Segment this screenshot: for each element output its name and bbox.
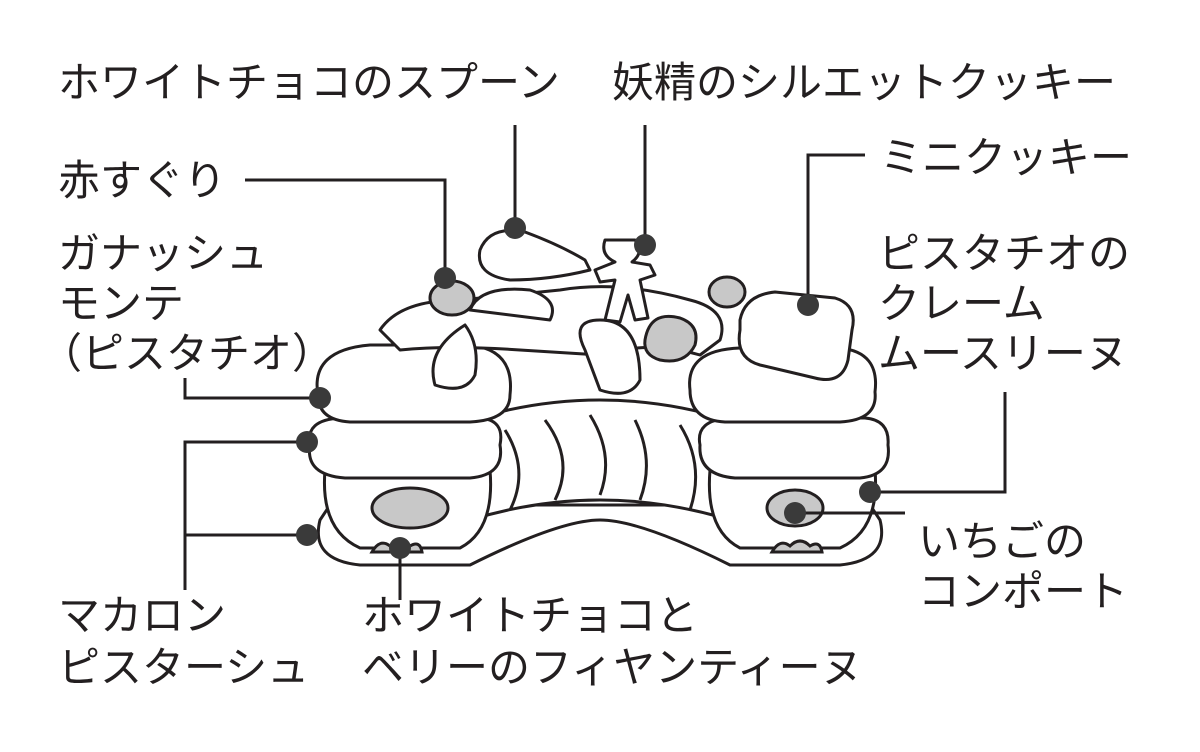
label-pistachio-cream-1: ピスタチオの: [878, 229, 1130, 278]
label-feuilletine-1: ホワイトチョコと: [362, 591, 698, 640]
label-ganache-3: （ピスタチオ）: [40, 329, 334, 378]
label-red-currant: 赤すぐり: [58, 156, 226, 205]
label-macaron-1: マカロン: [58, 591, 226, 640]
mini-cookie: [737, 290, 855, 381]
left-cream-lower: [307, 416, 503, 480]
label-fairy-cookie: 妖精のシルエットクッキー: [612, 58, 1116, 107]
label-pistachio-cream-3: ムースリーヌ: [878, 329, 1128, 378]
label-mini-cookie: ミニクッキー: [880, 133, 1132, 182]
label-spoon: ホワイトチョコのスプーン: [58, 58, 560, 107]
cake-illustration: [307, 229, 890, 567]
label-pistachio-cream-2: クレーム: [878, 279, 1045, 328]
left-strawberry: [370, 486, 450, 530]
label-feuilletine-2: ベリーのフィヤンティーヌ: [362, 643, 863, 692]
label-ganache-1: ガナッシュ: [58, 229, 268, 278]
label-strawberry-2: コンポート: [918, 567, 1128, 616]
label-macaron-2: ピスターシュ: [58, 643, 309, 692]
chocolate-spoon: [477, 229, 592, 282]
right-cream-lower: [697, 416, 890, 480]
left-cream-upper: [315, 343, 512, 424]
label-ganache-2: モンテ: [58, 279, 184, 328]
leader-lines: [183, 125, 1007, 600]
label-strawberry-1: いちごの: [918, 517, 1086, 566]
leader-dots: [296, 217, 881, 559]
